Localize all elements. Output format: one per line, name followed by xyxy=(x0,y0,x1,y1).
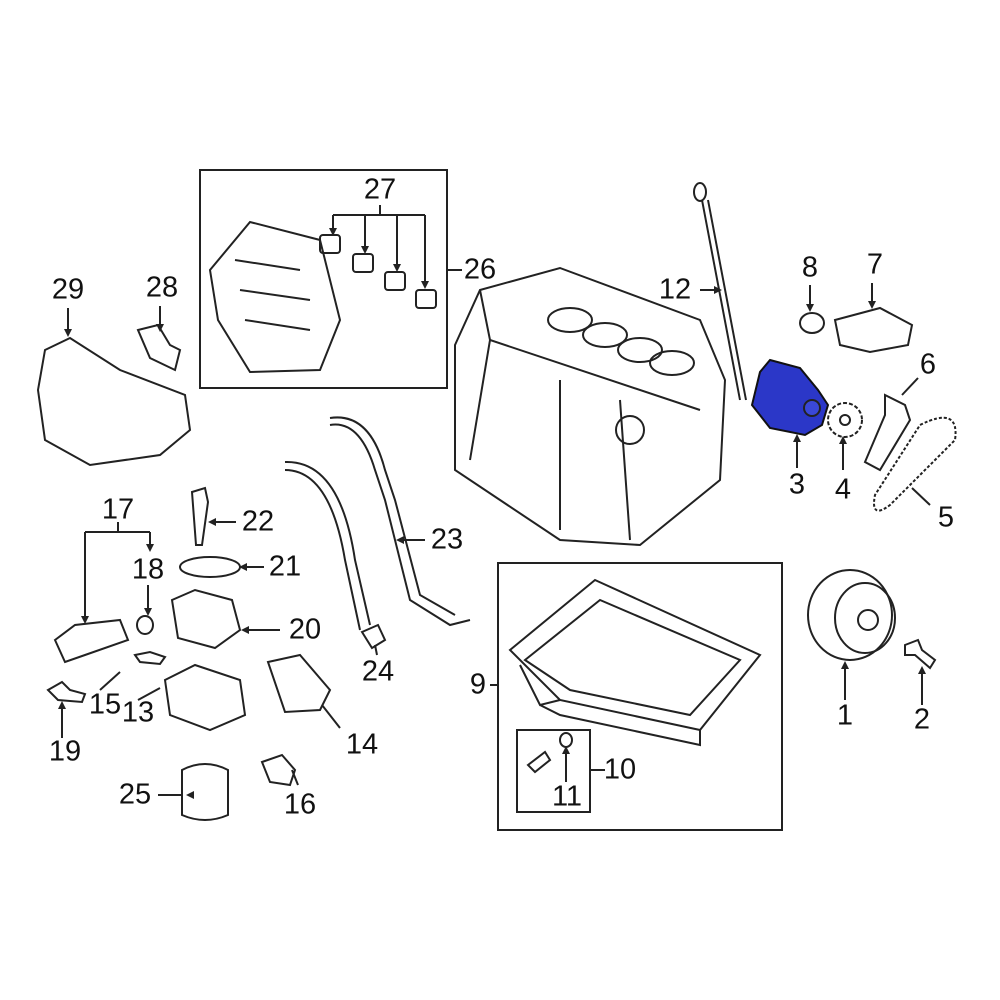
leader-lines xyxy=(61,205,931,796)
o-ring xyxy=(136,615,154,635)
callout-23: 23 xyxy=(430,523,464,556)
chain-tensioner xyxy=(863,393,912,472)
pressure-switch xyxy=(260,753,297,787)
valve-assembly xyxy=(53,618,130,664)
engine-cover xyxy=(36,336,192,467)
callout-9: 9 xyxy=(469,668,487,701)
oil-cooler xyxy=(170,588,242,650)
oil-pump-highlighted xyxy=(750,358,830,437)
callout-26: 26 xyxy=(463,253,497,286)
pulley-bolt xyxy=(904,638,937,670)
sprocket xyxy=(827,402,863,438)
callout-27: 27 xyxy=(363,173,397,206)
coolant-hose-lower xyxy=(284,460,371,631)
engine-block xyxy=(454,266,727,547)
callout-8: 8 xyxy=(801,251,819,284)
arrowheads xyxy=(58,228,926,799)
callout-18: 18 xyxy=(131,553,165,586)
sensor-bracket xyxy=(136,323,182,372)
callout-7: 7 xyxy=(866,248,884,281)
bracket xyxy=(833,306,914,354)
callout-19: 19 xyxy=(48,735,82,768)
callout-25: 25 xyxy=(118,778,152,811)
callout-4: 4 xyxy=(834,473,852,506)
drive-chain xyxy=(873,416,957,512)
callout-16: 16 xyxy=(283,788,317,821)
cooler-bolt xyxy=(190,486,210,546)
manifold-gaskets xyxy=(319,234,437,309)
oil-pan xyxy=(508,578,762,747)
callout-3: 3 xyxy=(788,468,806,501)
callout-20: 20 xyxy=(288,613,322,646)
callout-24: 24 xyxy=(361,655,395,688)
callout-10: 10 xyxy=(603,753,637,786)
manifold-group-box xyxy=(199,169,448,389)
callout-12: 12 xyxy=(658,273,692,306)
callout-6: 6 xyxy=(919,348,937,381)
callout-2: 2 xyxy=(913,703,931,736)
bolt-19 xyxy=(46,680,87,704)
bolt-15 xyxy=(133,650,167,666)
callout-14: 14 xyxy=(345,728,379,761)
crankshaft-pulley xyxy=(807,569,896,661)
callout-21: 21 xyxy=(268,550,302,583)
callout-11: 11 xyxy=(551,780,583,813)
housing-gasket xyxy=(266,653,332,714)
oil-pan-group-box xyxy=(497,562,783,831)
callout-13: 13 xyxy=(121,696,155,729)
callout-17: 17 xyxy=(101,493,135,526)
intake-manifold xyxy=(208,220,342,374)
callout-22: 22 xyxy=(241,505,275,538)
dipstick xyxy=(693,182,747,401)
oil-filter xyxy=(181,763,229,821)
coolant-hose-upper xyxy=(329,416,471,627)
callout-15: 15 xyxy=(88,688,122,721)
hose-fitting xyxy=(360,623,387,650)
callout-28: 28 xyxy=(145,271,179,304)
callout-1: 1 xyxy=(836,699,854,732)
filter-housing xyxy=(163,663,247,732)
drain-gasket xyxy=(559,732,573,748)
callout-5: 5 xyxy=(937,501,955,534)
callout-29: 29 xyxy=(51,273,85,306)
seal xyxy=(799,312,825,334)
cooler-gasket xyxy=(179,556,241,578)
drain-plug xyxy=(526,750,552,774)
